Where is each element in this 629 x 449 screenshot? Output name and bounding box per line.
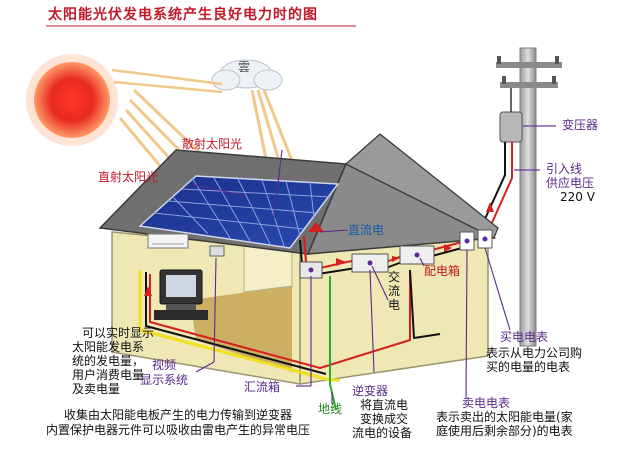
direct-sunlight-label: 直射太阳光 (98, 170, 159, 184)
display-desc-line-3: 统的发电量， (72, 354, 145, 368)
sun-icon (26, 54, 118, 146)
buy-meter-desc-line-2: 买的电量的电表 (486, 360, 571, 374)
combiner-desc-line-1: 收集由太阳能电板产生的电力传输到逆变器 (64, 408, 293, 422)
transformer-label: 变压器 (562, 118, 599, 132)
supply-voltage-label: 供应电压 (546, 176, 595, 190)
distribution-box-label: 配电箱 (424, 264, 461, 278)
sell-meter-desc-line-1: 表示卖出的太阳能电量(家 (436, 410, 573, 424)
solar-panel-array (138, 175, 340, 249)
service-line-label: 引入线 (546, 162, 583, 176)
video-display-label-2: 显示系统 (140, 373, 189, 387)
inverter-icon (351, 253, 389, 273)
display-desc-line-5: 及卖电量 (72, 382, 121, 396)
video-display-label-1: 视频 (152, 358, 177, 372)
distribution-box-icon (399, 245, 435, 265)
leader-lines (189, 149, 511, 404)
inverter-desc-line-3: 流电的设备 (352, 426, 413, 440)
combiner-desc-line-2: 内置保护电器元件可以吸收由雷电产生的异常电压 (46, 423, 311, 437)
inverter-desc-line-2: 变换成交 (360, 412, 409, 426)
tv-monitor-icon (154, 269, 208, 320)
display-desc-line-4: 用户消费电量 (72, 368, 145, 382)
buy-meter-label: 买电电表 (500, 330, 549, 344)
buy-meter-desc-line-1: 表示从电力公司购 (486, 346, 583, 360)
combiner-box-icon (299, 261, 323, 279)
wall-unit-icon (147, 233, 189, 249)
inverter-label: 逆变器 (352, 384, 389, 398)
sell-meter-label: 卖电电表 (462, 396, 511, 410)
sun-to-cloud-rays (111, 68, 223, 94)
flow-arrows (144, 202, 494, 296)
ground-wire-label: 地线 (318, 402, 343, 416)
inverter-desc-line-1: 将直流电 (360, 398, 409, 412)
combiner-box-label: 汇流箱 (244, 380, 281, 394)
display-desc-line-1: 可以实时显示 (82, 326, 155, 340)
page-title: 太阳能光伏发电系统产生良好电力时的图 (48, 7, 318, 23)
buy-meter-icon (477, 229, 493, 249)
voltage-value: 220 V (560, 190, 595, 204)
ac-label-3: 电 (388, 298, 401, 312)
utility-pole (496, 47, 562, 347)
sell-meter-icon (459, 231, 475, 251)
cloud-label: 雲 (238, 60, 251, 74)
ac-label-2: 流 (388, 284, 401, 298)
dc-label: 直流电 (348, 223, 385, 237)
sell-meter-desc-line-2: 庭使用后剩余部分)的电表 (436, 424, 573, 438)
ac-label-1: 交 (388, 270, 401, 284)
display-sensor-icon (209, 245, 225, 257)
scattered-sunlight-label: 散射太阳光 (182, 137, 243, 151)
house-wiring (138, 235, 463, 411)
display-desc-line-2: 太阳能发电系 (72, 340, 145, 354)
cloud-icon (211, 59, 283, 91)
transformer-icon (499, 88, 523, 143)
